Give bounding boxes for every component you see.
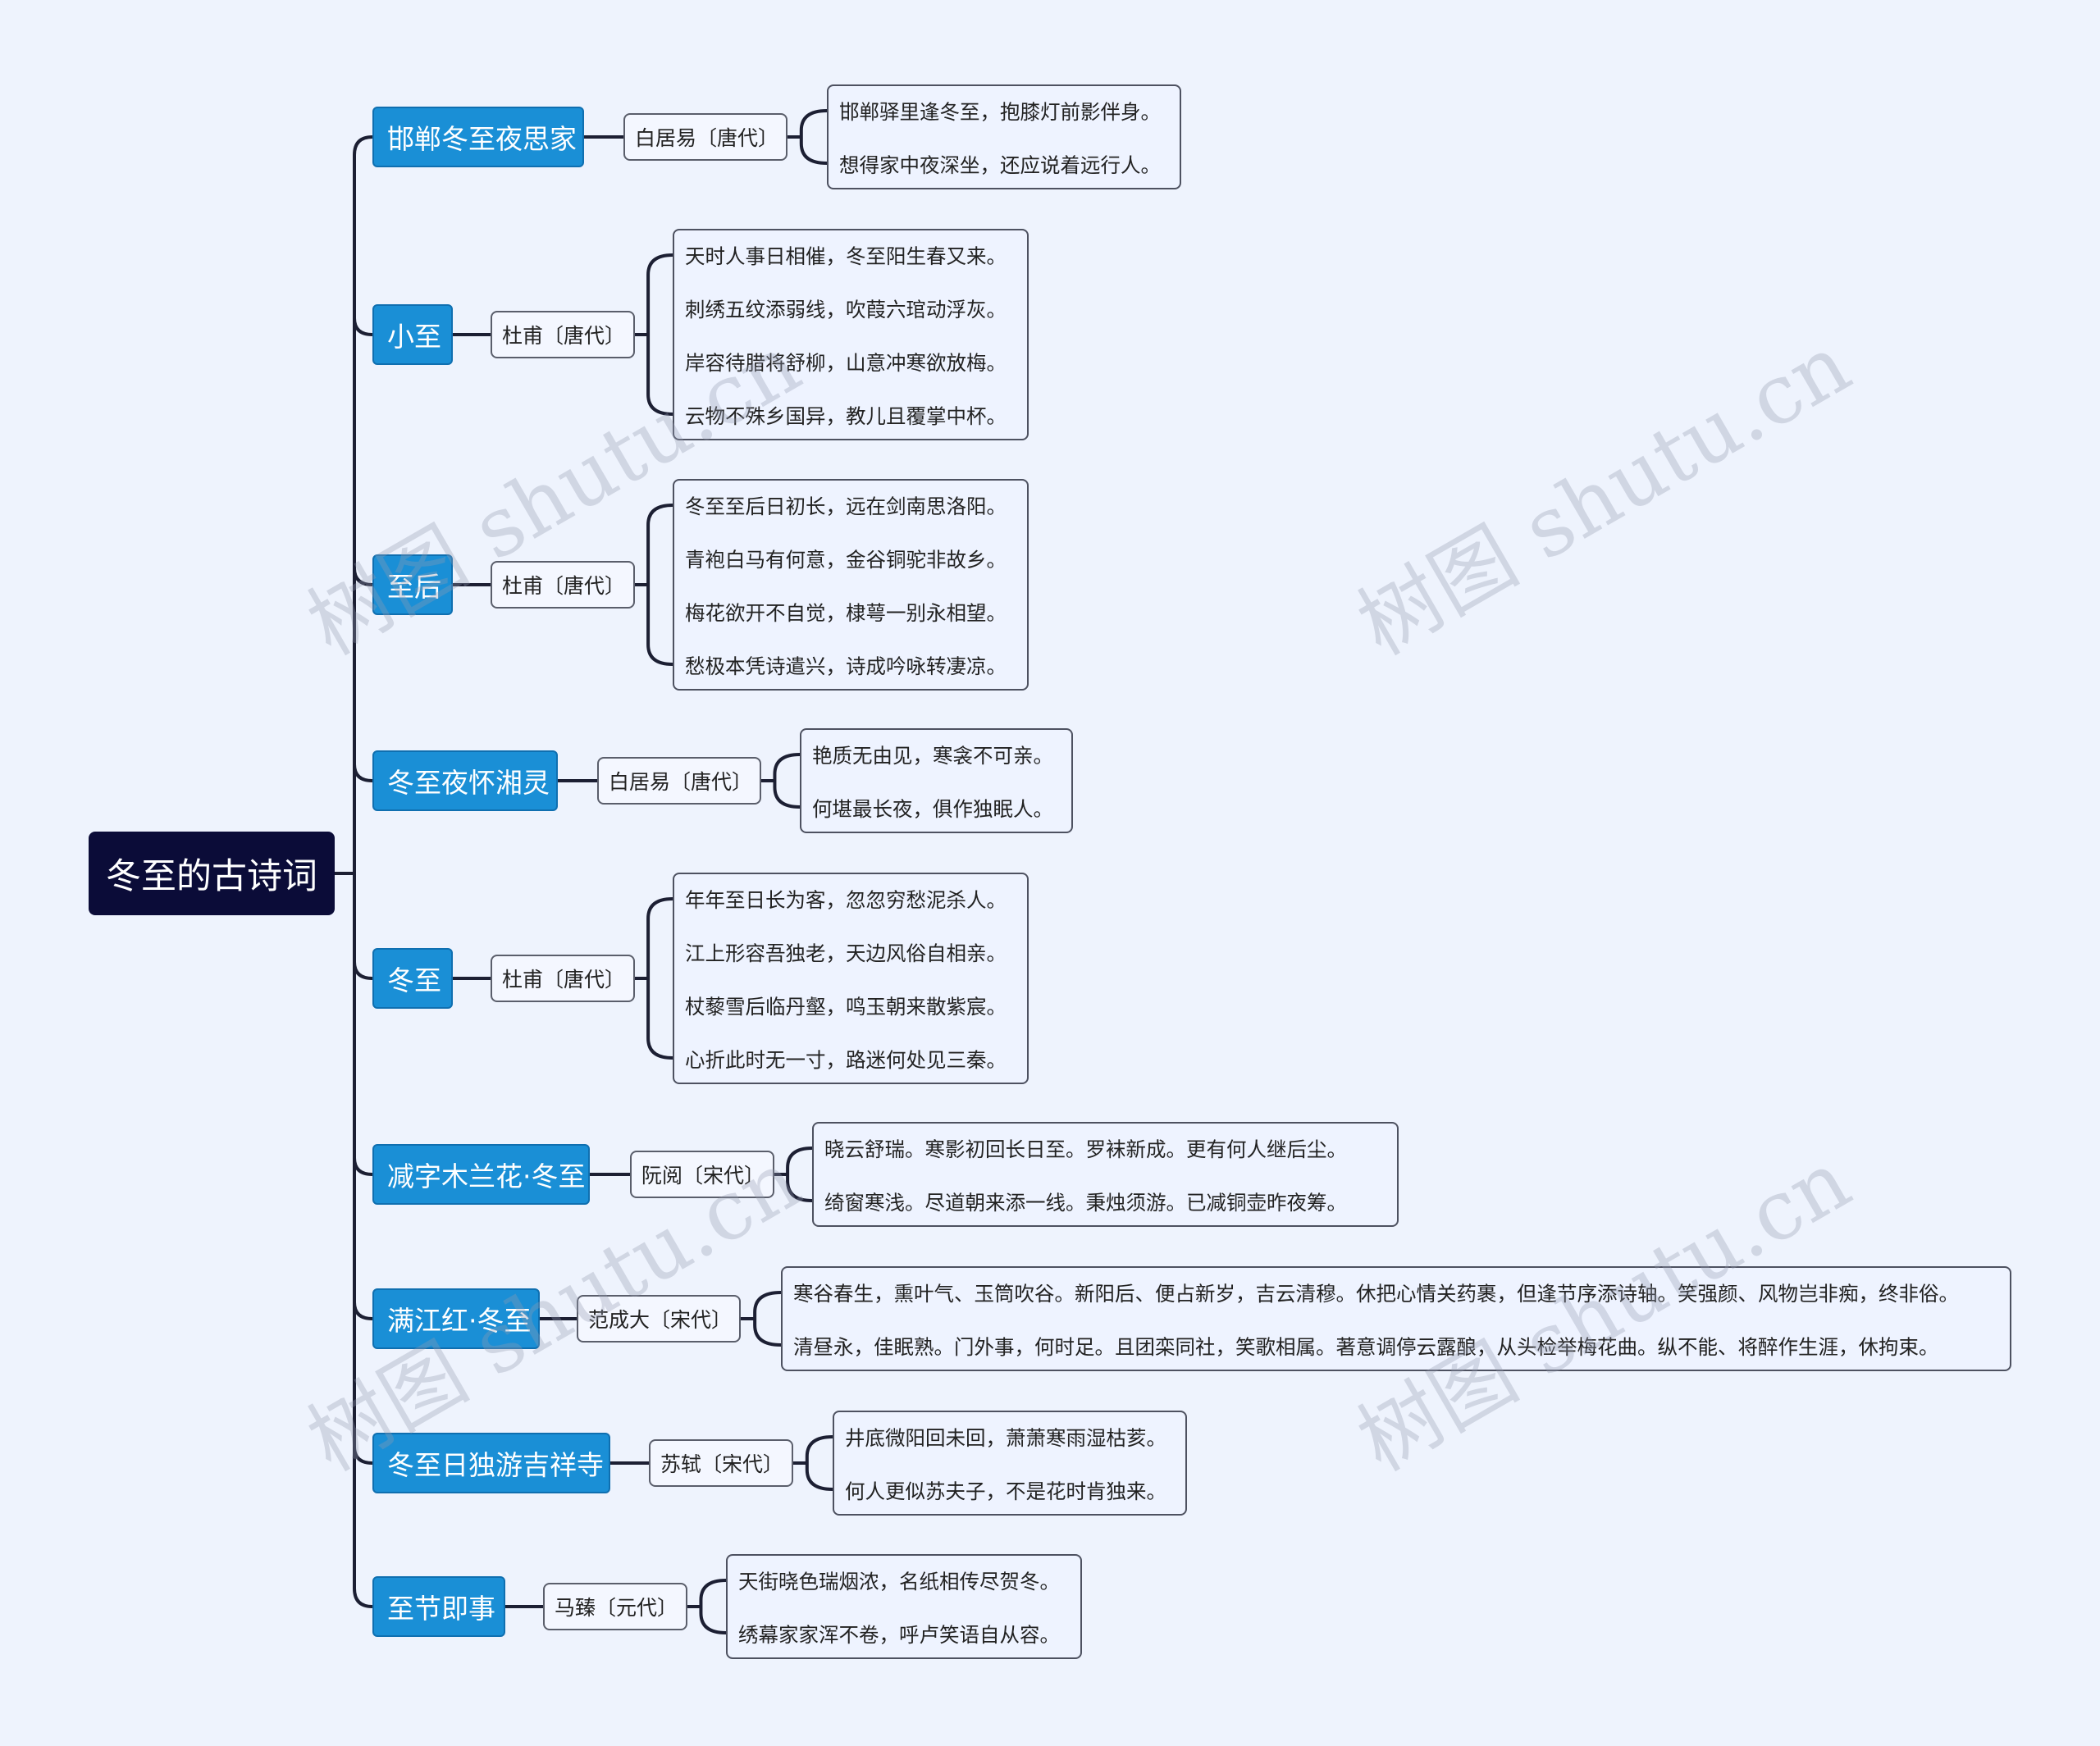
poem-line: 何堪最长夜，俱作独眠人。 <box>812 797 1053 821</box>
poem-line: 天时人事日相催，冬至阳生春又来。 <box>685 244 1007 268</box>
poem-line: 井底微阳回未回，萧萧寒雨湿枯荄。 <box>845 1426 1166 1450</box>
poem-text-node[interactable]: 年年至日长为客，忽忽穷愁泥杀人。江上形容吾独老，天边风俗自相亲。杖藜雪后临丹壑，… <box>673 873 1029 1084</box>
poem-line: 何人更似苏夫子，不是花时肯独来。 <box>845 1479 1166 1503</box>
poem-title-node[interactable]: 减字木兰花·冬至 <box>372 1144 590 1205</box>
poem-text-node[interactable]: 冬至至后日初长，远在剑南思洛阳。青袍白马有何意，金谷铜驼非故乡。梅花欲开不自觉，… <box>673 479 1029 691</box>
poem-text-node[interactable]: 井底微阳回未回，萧萧寒雨湿枯荄。何人更似苏夫子，不是花时肯独来。 <box>833 1411 1187 1516</box>
branch-connector <box>353 764 373 782</box>
poem-text-node[interactable]: 艳质无由见，寒衾不可亲。何堪最长夜，俱作独眠人。 <box>800 728 1073 833</box>
poem-line: 江上形容吾独老，天边风俗自相亲。 <box>685 941 1007 965</box>
branch-connector <box>353 317 373 336</box>
poem-title-node[interactable]: 冬至 <box>372 948 453 1009</box>
poem-title-node[interactable]: 冬至日独游吉祥寺 <box>372 1433 610 1493</box>
poem-text-node[interactable]: 晓云舒瑞。寒影初回长日至。罗袜新成。更有何人继后尘。绮窗寒浅。尽道朝来添一线。秉… <box>812 1122 1399 1227</box>
trunk-line <box>353 135 373 1608</box>
root-topic[interactable]: 冬至的古诗词 <box>89 832 335 915</box>
author-poem-bracket <box>646 504 673 666</box>
poem-line: 冬至至后日初长，远在剑南思洛阳。 <box>685 495 1007 518</box>
poem-text-node[interactable]: 寒谷春生，熏叶气、玉筒吹谷。新阳后、便占新岁，吉云清穆。休把心情关药裹，但逢节序… <box>781 1266 2011 1371</box>
poem-line: 寒谷春生，熏叶气、玉筒吹谷。新阳后、便占新岁，吉云清穆。休把心情关药裹，但逢节序… <box>793 1282 1959 1306</box>
branch-connector <box>353 568 373 586</box>
poem-title-node[interactable]: 至节即事 <box>372 1576 505 1637</box>
poem-title-node[interactable]: 至后 <box>372 554 453 615</box>
author-node[interactable]: 杜甫〔唐代〕 <box>491 311 635 358</box>
poem-title-node[interactable]: 满江红·冬至 <box>372 1288 540 1349</box>
poem-line: 青袍白马有何意，金谷铜驼非故乡。 <box>685 548 1007 572</box>
author-node[interactable]: 阮阅〔宋代〕 <box>630 1151 774 1198</box>
author-poem-bracket <box>799 109 828 165</box>
poem-title-node[interactable]: 冬至夜怀湘灵 <box>372 750 558 811</box>
poem-text-node[interactable]: 邯郸驿里逢冬至，抱膝灯前影伴身。想得家中夜深坐，还应说着远行人。 <box>827 84 1181 189</box>
author-poem-bracket <box>805 1435 833 1491</box>
author-poem-bracket <box>699 1579 727 1634</box>
poem-line: 晓云舒瑞。寒影初回长日至。罗袜新成。更有何人继后尘。 <box>824 1137 1347 1161</box>
poem-text-node[interactable]: 天时人事日相催，冬至阳生春又来。刺绣五纹添弱线，吹葭六琯动浮灰。岸容待腊将舒柳，… <box>673 229 1029 440</box>
author-node[interactable]: 白居易〔唐代〕 <box>623 113 788 161</box>
author-node[interactable]: 白居易〔唐代〕 <box>597 757 761 805</box>
poem-line: 邯郸驿里逢冬至，抱膝灯前影伴身。 <box>839 100 1161 124</box>
author-poem-bracket <box>773 753 801 809</box>
author-node[interactable]: 杜甫〔唐代〕 <box>491 955 635 1002</box>
poem-line: 杖藜雪后临丹壑，鸣玉朝来散紫宸。 <box>685 995 1007 1019</box>
author-node[interactable]: 范成大〔宋代〕 <box>577 1295 741 1343</box>
poem-line: 想得家中夜深坐，还应说着远行人。 <box>839 153 1161 177</box>
poem-line: 刺绣五纹添弱线，吹葭六琯动浮灰。 <box>685 298 1007 321</box>
poem-title-node[interactable]: 邯郸冬至夜思家 <box>372 107 584 167</box>
poem-line: 心折此时无一寸，路迷何处见三秦。 <box>685 1048 1007 1072</box>
poem-line: 年年至日长为客，忽忽穷愁泥杀人。 <box>685 888 1007 912</box>
poem-text-node[interactable]: 天街晓色瑞烟浓，名纸相传尽贺冬。绣幕家家浑不卷，呼卢笑语自从容。 <box>726 1554 1082 1659</box>
poem-line: 绮窗寒浅。尽道朝来添一线。秉烛须游。已减铜壶昨夜筹。 <box>824 1191 1347 1215</box>
author-poem-bracket <box>753 1291 782 1347</box>
poem-line: 梅花欲开不自觉，棣萼一别永相望。 <box>685 601 1007 625</box>
branch-connector <box>353 1157 373 1176</box>
poem-line: 清昼永，佳眠熟。门外事，何时足。且团栾同社，笑歌相属。著意调停云露酿，从头检举梅… <box>793 1335 1939 1359</box>
author-node[interactable]: 苏轼〔宋代〕 <box>649 1439 793 1487</box>
poem-line: 艳质无由见，寒衾不可亲。 <box>812 744 1053 768</box>
author-poem-bracket <box>646 253 673 416</box>
branch-connector <box>353 1446 373 1465</box>
poem-line: 岸容待腊将舒柳，山意冲寒欲放梅。 <box>685 351 1007 375</box>
poem-title-node[interactable]: 小至 <box>372 304 453 365</box>
branch-connector <box>353 961 373 980</box>
branch-connector <box>353 1302 373 1320</box>
author-node[interactable]: 马臻〔元代〕 <box>543 1583 687 1630</box>
poem-line: 愁极本凭诗遣兴，诗成吟咏转凄凉。 <box>685 654 1007 678</box>
author-node[interactable]: 杜甫〔唐代〕 <box>491 561 635 609</box>
author-poem-bracket <box>786 1147 813 1202</box>
author-poem-bracket <box>646 897 673 1060</box>
poem-line: 云物不殊乡国异，教儿且覆掌中杯。 <box>685 404 1007 428</box>
poem-line: 绣幕家家浑不卷，呼卢笑语自从容。 <box>738 1623 1060 1647</box>
poem-line: 天街晓色瑞烟浓，名纸相传尽贺冬。 <box>738 1570 1060 1593</box>
